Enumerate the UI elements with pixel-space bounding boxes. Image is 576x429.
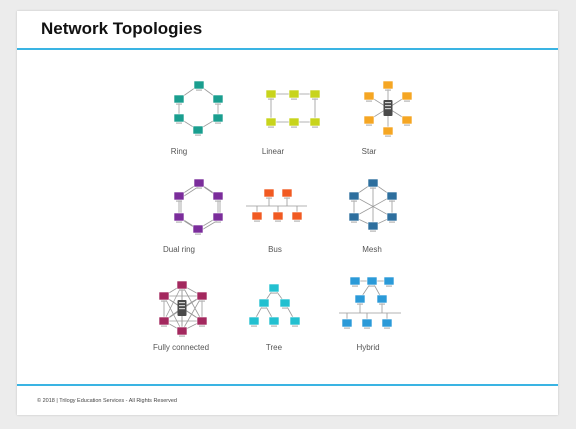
- computer-node-icon: [363, 115, 375, 126]
- computer-node-icon: [386, 191, 398, 202]
- computer-node-icon: [288, 89, 300, 100]
- computer-node-icon: [212, 191, 224, 202]
- link-line: [353, 195, 393, 218]
- computer-node-icon: [258, 298, 270, 309]
- computer-node-icon: [212, 113, 224, 124]
- computer-node-icon: [349, 276, 361, 287]
- computer-node-icon: [196, 291, 208, 302]
- computer-node-icon: [158, 316, 170, 327]
- link-line: [181, 295, 203, 332]
- computer-node-icon: [401, 91, 413, 102]
- topology-bus: Bus: [246, 188, 307, 254]
- computer-node-icon: [176, 280, 188, 291]
- slide: Network Topologies Ring Linear Star Dual…: [17, 11, 558, 415]
- computer-node-icon: [382, 126, 394, 137]
- computer-node-icon: [289, 316, 301, 327]
- computer-node-icon: [192, 125, 204, 136]
- computer-node-icon: [158, 291, 170, 302]
- computer-node-icon: [212, 94, 224, 105]
- computer-node-icon: [173, 94, 185, 105]
- computer-node-icon: [381, 318, 393, 329]
- server-icon: [177, 300, 187, 316]
- computer-node-icon: [291, 211, 303, 222]
- computer-node-icon: [248, 316, 260, 327]
- topology-ring: Ring: [171, 80, 224, 156]
- header-divider: [17, 48, 558, 50]
- server-icon: [383, 100, 393, 116]
- computer-node-icon: [401, 115, 413, 126]
- computer-node-icon: [265, 89, 277, 100]
- link-line: [163, 295, 183, 332]
- topology-label-fully-connected: Fully connected: [153, 343, 209, 352]
- computer-node-icon: [265, 117, 277, 128]
- footer-copyright: © 2018 | Trilogy Education Services - Al…: [37, 398, 177, 404]
- computer-node-icon: [348, 191, 360, 202]
- computer-node-icon: [382, 80, 394, 91]
- topology-label-linear: Linear: [262, 147, 285, 156]
- computer-node-icon: [268, 316, 280, 327]
- topology-label-ring: Ring: [171, 147, 187, 156]
- computer-node-icon: [309, 117, 321, 128]
- computer-node-icon: [348, 212, 360, 223]
- computer-node-icon: [363, 91, 375, 102]
- computer-node-icon: [383, 276, 395, 287]
- topology-label-dual-ring: Dual ring: [163, 245, 195, 254]
- computer-node-icon: [251, 211, 263, 222]
- topology-label-tree: Tree: [266, 343, 283, 352]
- topology-mesh: Mesh: [348, 178, 398, 254]
- computer-node-icon: [341, 318, 353, 329]
- computer-node-icon: [263, 188, 275, 199]
- topology-label-mesh: Mesh: [362, 245, 382, 254]
- computer-node-icon: [272, 211, 284, 222]
- topology-label-bus: Bus: [268, 245, 282, 254]
- topology-diagram: Ring Linear Star Dual ring Bus Mesh Full…: [153, 80, 413, 352]
- slide-title: Network Topologies: [41, 19, 203, 38]
- computer-node-icon: [281, 188, 293, 199]
- topology-label-star: Star: [362, 147, 377, 156]
- topology-tree: Tree: [248, 283, 301, 352]
- computer-node-icon: [376, 294, 388, 305]
- computer-node-icon: [367, 178, 379, 189]
- computer-node-icon: [192, 224, 204, 235]
- topology-dual-ring: Dual ring: [163, 178, 224, 254]
- computer-node-icon: [193, 178, 205, 189]
- computer-node-icon: [309, 89, 321, 100]
- topology-star: Star: [362, 80, 413, 156]
- computer-node-icon: [193, 80, 205, 91]
- computer-node-icon: [176, 326, 188, 337]
- computer-node-icon: [366, 276, 378, 287]
- computer-node-icon: [367, 221, 379, 232]
- link-line: [163, 284, 183, 322]
- computer-node-icon: [361, 318, 373, 329]
- computer-node-icon: [196, 316, 208, 327]
- computer-node-icon: [386, 212, 398, 223]
- topology-label-hybrid: Hybrid: [356, 343, 379, 352]
- computer-node-icon: [173, 212, 185, 223]
- topology-fully-connected: Fully connected: [153, 280, 209, 352]
- topology-hybrid: Hybrid: [339, 276, 401, 352]
- computer-node-icon: [212, 212, 224, 223]
- computer-node-icon: [268, 283, 280, 294]
- computer-node-icon: [354, 294, 366, 305]
- topology-linear: Linear: [262, 89, 321, 156]
- computer-node-icon: [279, 298, 291, 309]
- footer-divider: [17, 384, 558, 386]
- computer-node-icon: [173, 191, 185, 202]
- computer-node-icon: [173, 113, 185, 124]
- computer-node-icon: [288, 117, 300, 128]
